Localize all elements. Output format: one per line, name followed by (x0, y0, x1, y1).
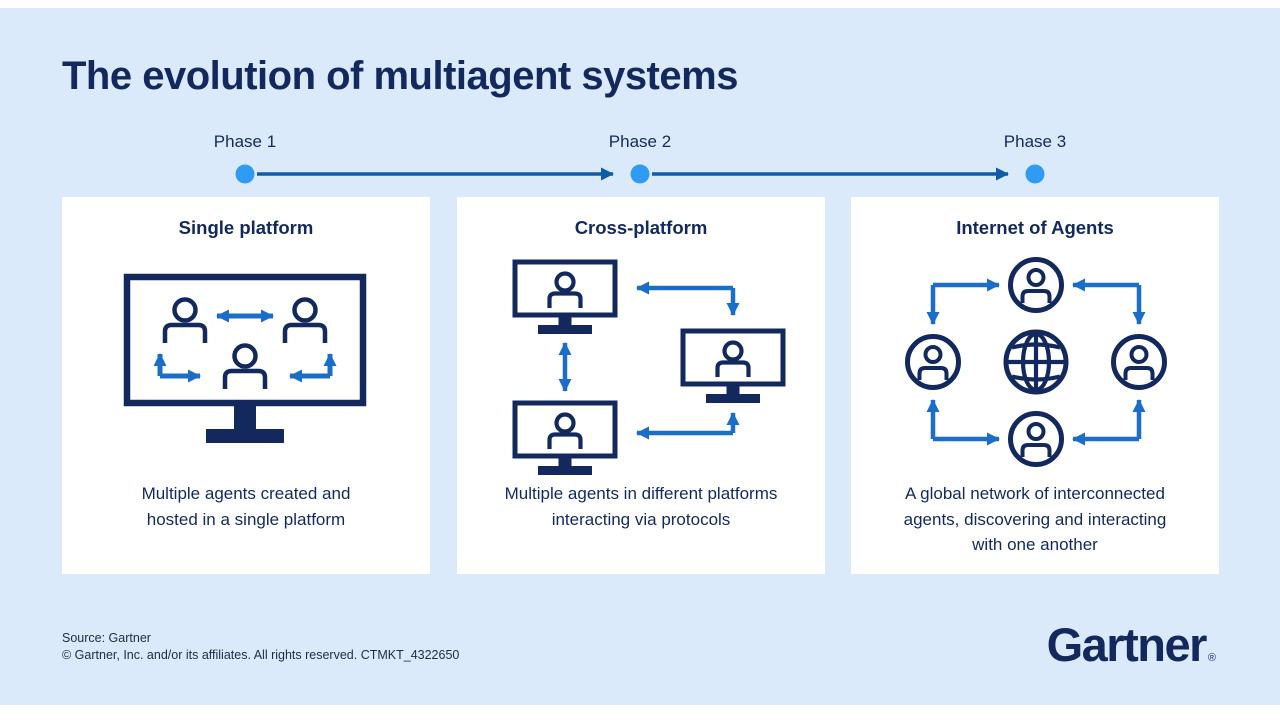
card-title: Internet of Agents (956, 217, 1114, 238)
card-title: Cross-platform (574, 217, 708, 238)
monitor-icon (680, 328, 786, 403)
phase-3-label: Phase 3 (1003, 132, 1067, 151)
card-title: Single platform (178, 217, 314, 238)
internet-of-agents-icon (881, 254, 1191, 475)
card-caption: Multiple agents created and hosted in a … (141, 484, 351, 529)
timeline-dot-phase2 (630, 164, 650, 184)
circled-agent-icon (1008, 411, 1064, 467)
timeline-dot-phase3 (1025, 164, 1045, 184)
agent-person-icon (162, 297, 208, 343)
card-caption: A global network of interconnected agent… (903, 484, 1167, 554)
elbow-arrow (636, 281, 740, 316)
cross-platform-icon (487, 257, 787, 484)
circled-agent-icon (1111, 334, 1167, 390)
circled-agent-icon (905, 334, 961, 390)
elbow-arrow (153, 353, 201, 383)
phase-1-label: Phase 1 (213, 132, 277, 151)
monitor-icon (512, 259, 618, 334)
single-platform-icon (110, 272, 380, 457)
elbow-arrow (1072, 399, 1146, 446)
elbow-arrow (926, 278, 1000, 325)
elbow-arrow (289, 353, 337, 383)
agent-person-icon (282, 297, 328, 343)
registered-trademark-icon: ® (1207, 652, 1216, 664)
circled-agent-icon (1008, 257, 1064, 313)
agent-person-icon (222, 343, 268, 389)
card-single-platform: Single platform (62, 197, 430, 574)
card-internet-of-agents: Internet of Agents (851, 197, 1219, 574)
footer: Source: Gartner © Gartner, Inc. and/or i… (62, 630, 459, 664)
agent-person-icon (547, 412, 583, 449)
footer-source: Source: Gartner (62, 631, 151, 645)
page-title: The evolution of multiagent systems (62, 54, 738, 98)
agent-person-icon (715, 340, 751, 377)
globe-icon (1003, 329, 1069, 395)
gartner-logo: Gartner® (1047, 621, 1216, 668)
monitor-icon (123, 273, 367, 443)
gartner-logo-text: Gartner (1046, 618, 1208, 671)
elbow-arrow (636, 412, 740, 440)
timeline-dot-phase1 (235, 164, 255, 184)
phase-2-label: Phase 2 (608, 132, 672, 151)
timeline-arrow-track (235, 164, 1045, 184)
footer-copyright: © Gartner, Inc. and/or its affiliates. A… (62, 648, 460, 662)
monitor-icon (512, 400, 618, 475)
elbow-arrow (926, 399, 1000, 446)
card-caption: Multiple agents in different platforms i… (504, 484, 778, 529)
agent-person-icon (547, 271, 583, 308)
card-cross-platform: Cross-platform (457, 197, 825, 574)
elbow-arrow (1072, 278, 1146, 325)
